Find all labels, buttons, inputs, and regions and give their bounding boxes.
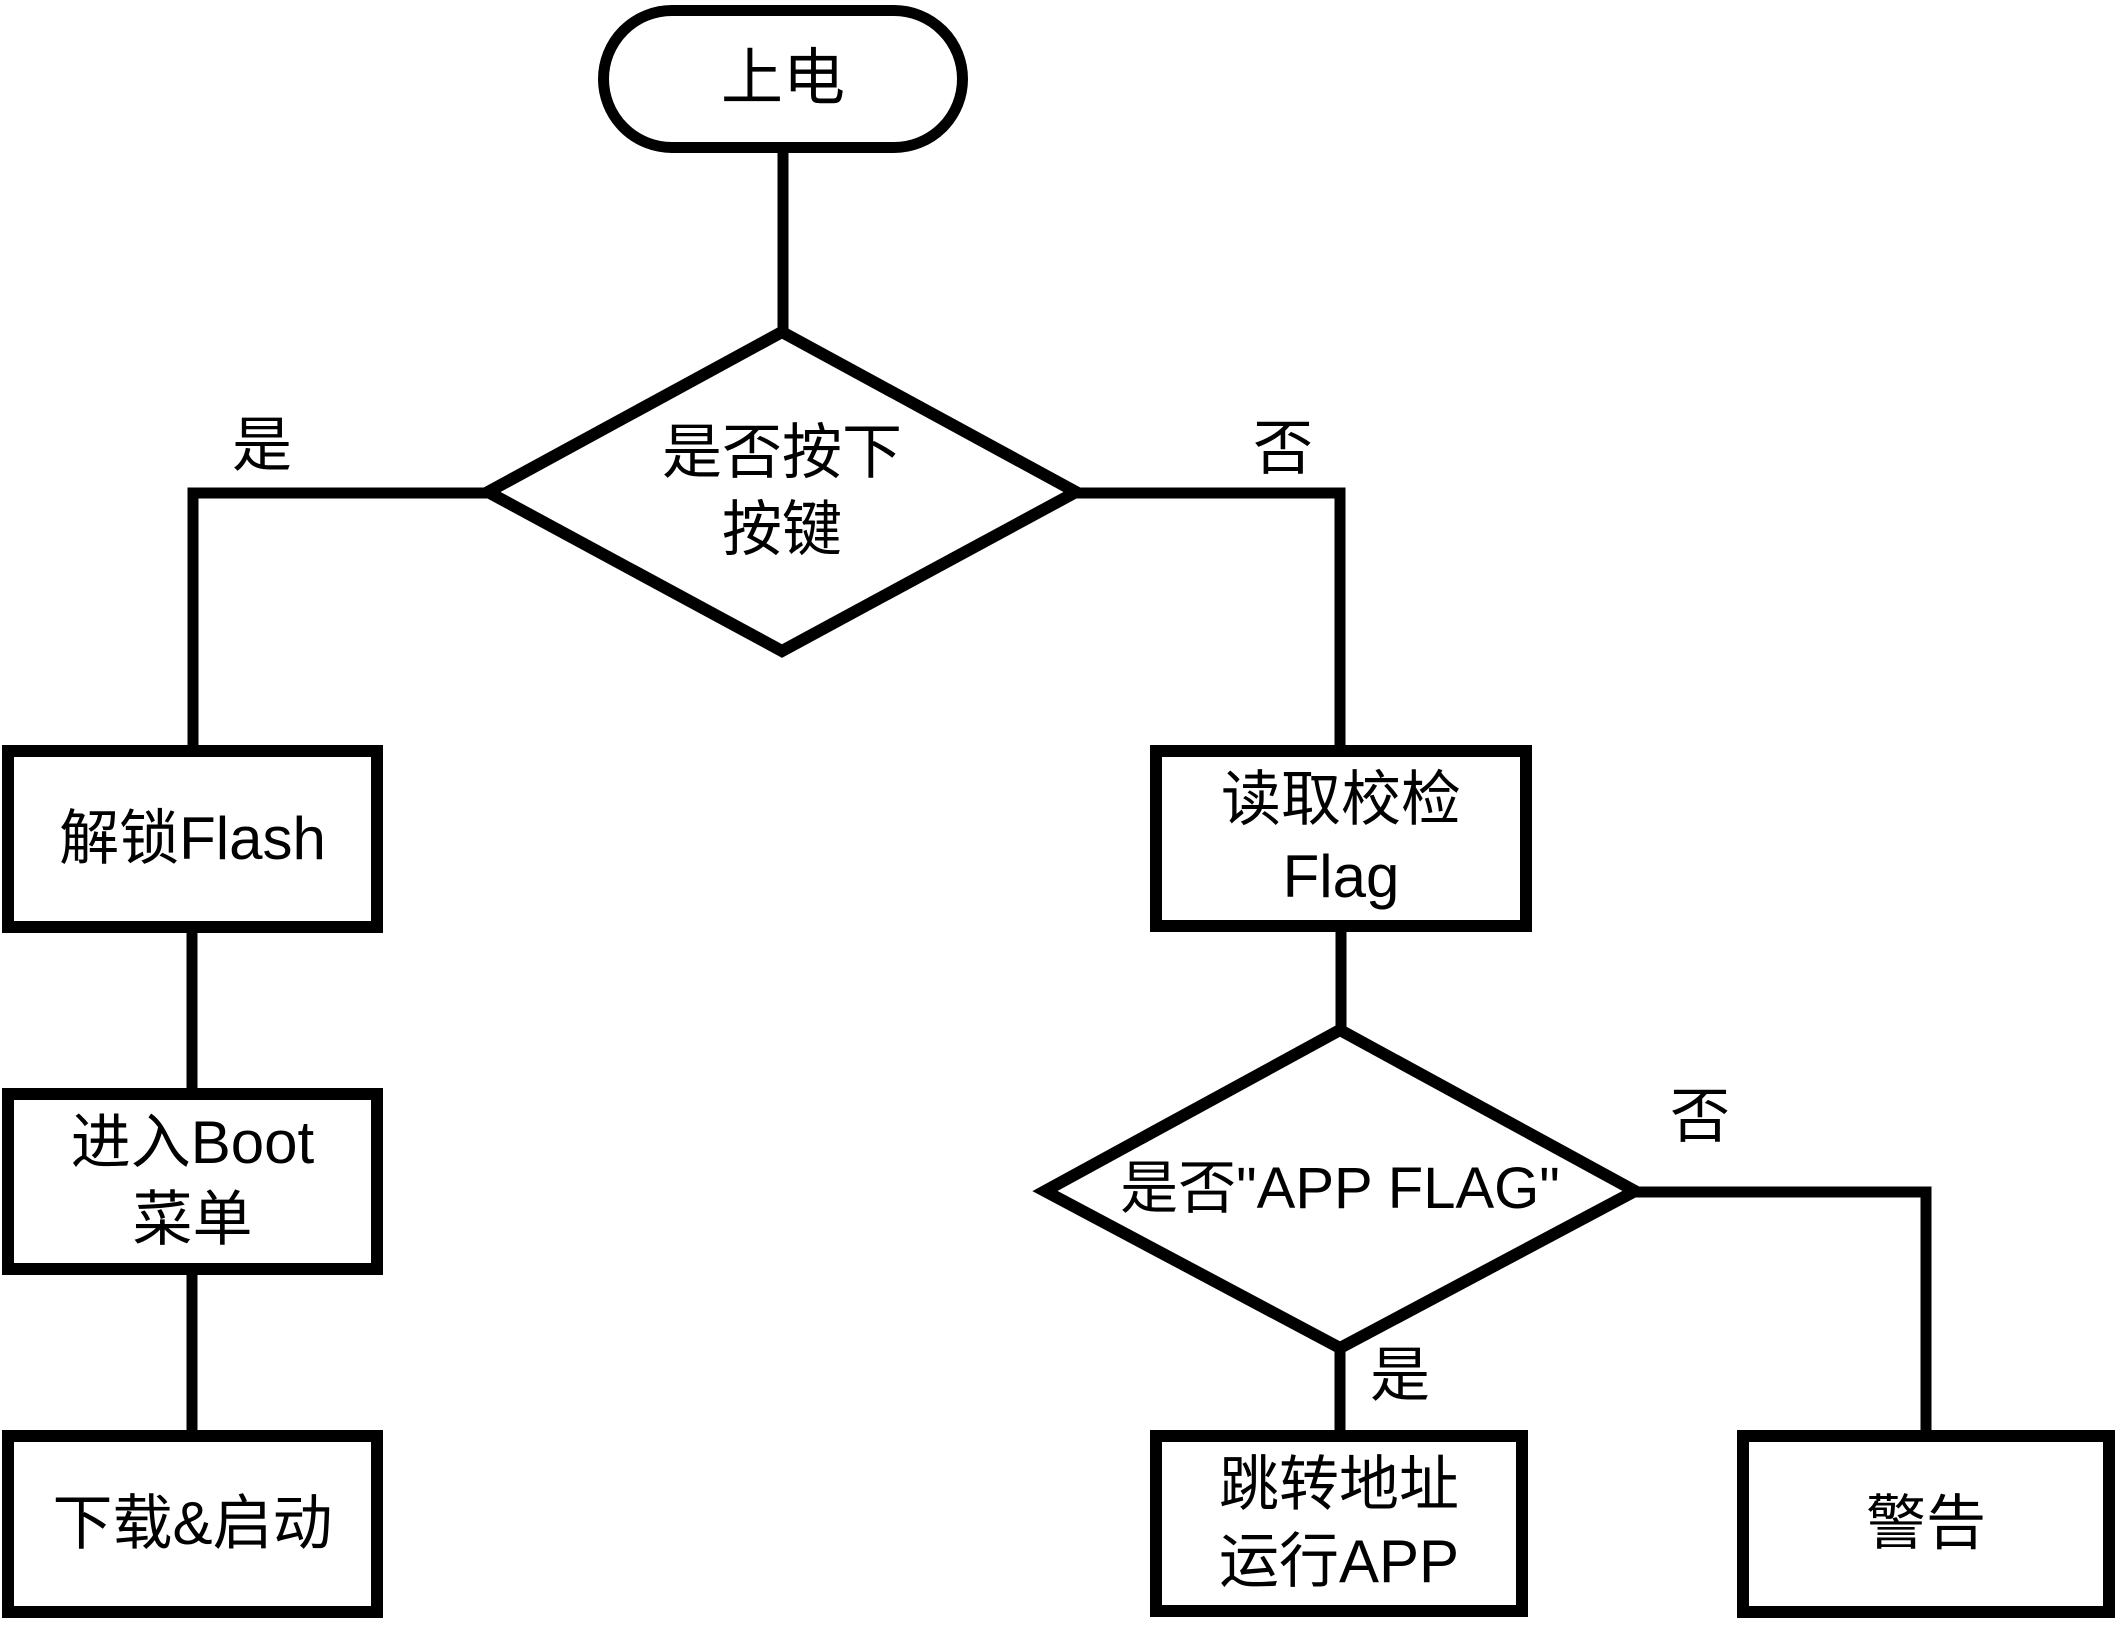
- node-jump-run-app: 跳转地址 运行APP: [1150, 1430, 1528, 1617]
- decision-diamond-check-app-flag: [1032, 1023, 1648, 1355]
- edge-app-flag-no: [1635, 1186, 1932, 1430]
- node-enter-boot-menu: 进入Boot 菜单: [2, 1088, 383, 1275]
- edge-check-button-no: [1076, 487, 1346, 745]
- node-unlock-flash: 解锁Flash: [2, 745, 383, 933]
- node-check-button-label: 是否按下 按键: [662, 418, 902, 563]
- node-warning: 警告: [1737, 1430, 2115, 1618]
- edge-label-button-yes: 是: [232, 412, 292, 479]
- node-read-check-flag: 读取校检 Flag: [1150, 745, 1532, 932]
- node-check-app-flag-label: 是否"APP FLAG": [1120, 1155, 1560, 1221]
- decision-diamond-check-button: [475, 325, 1089, 658]
- edge-label-app-flag-no: 否: [1670, 1083, 1730, 1150]
- node-download-start: 下载&启动: [2, 1430, 383, 1618]
- edge-label-app-flag-yes: 是: [1370, 1342, 1430, 1409]
- edge-check-button-yes: [187, 487, 488, 745]
- edge-label-button-no: 否: [1253, 415, 1313, 482]
- node-start: 上电: [598, 5, 968, 153]
